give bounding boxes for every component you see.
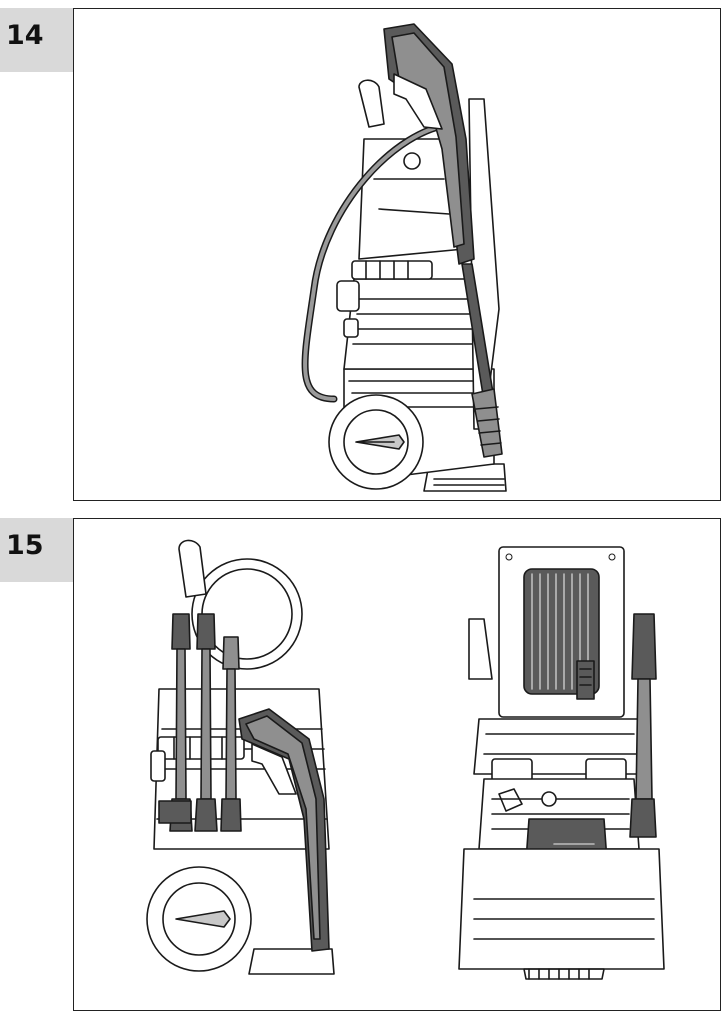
- carry-handle: [358, 79, 385, 128]
- figure-15-panel: [73, 518, 721, 1011]
- nozzle: [471, 388, 503, 458]
- figure-number-14: 14: [0, 8, 73, 72]
- rear-view-accessories: [458, 546, 665, 980]
- spray-gun-trigger-guard: [393, 73, 443, 130]
- washer-side-illustration: [301, 23, 507, 492]
- mount-hole: [403, 152, 421, 170]
- middle-housing: [343, 278, 485, 370]
- washer-accessory-storage-illustration: [146, 539, 665, 980]
- hose-clip-bar: [351, 260, 433, 280]
- figure-14-panel: [73, 8, 721, 501]
- side-view-accessories: [146, 539, 335, 975]
- figure-number-15: 15: [0, 518, 73, 582]
